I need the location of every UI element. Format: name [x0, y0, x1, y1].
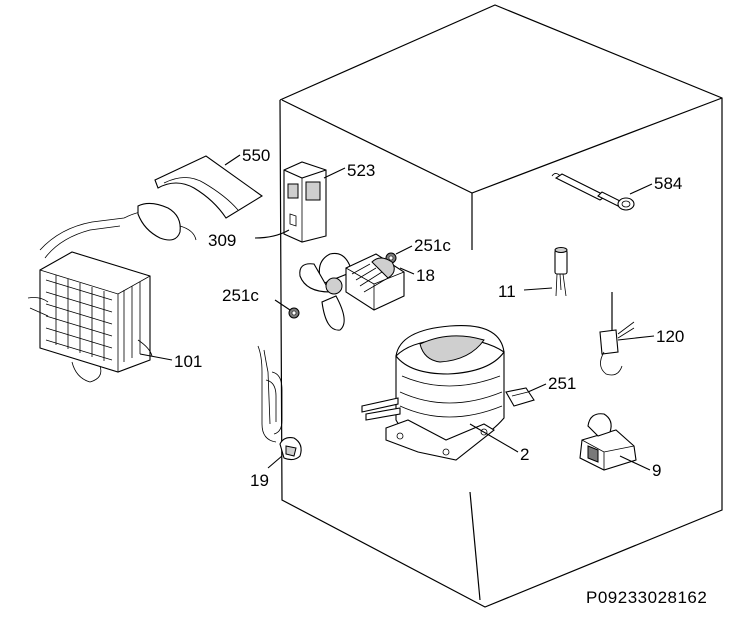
callout-19: 19 [250, 471, 269, 490]
callout-584: 584 [654, 174, 682, 193]
evaporator-coil-101[interactable] [27, 202, 197, 383]
callout-523: 523 [347, 161, 375, 180]
callout-2: 2 [520, 445, 529, 464]
callout-9: 9 [652, 461, 661, 480]
fan-motor-18[interactable] [299, 252, 415, 331]
coil-block [27, 251, 153, 383]
thermostat-sensor-584[interactable] [551, 173, 653, 211]
callout-309: 309 [208, 231, 236, 250]
lamp-holder-11[interactable] [523, 247, 568, 297]
relay-block-9[interactable] [579, 413, 651, 471]
callout-251: 251 [548, 374, 576, 393]
callout-251c-upper: 251c [414, 236, 451, 255]
thermal-relay-120[interactable] [599, 292, 655, 376]
callout-101: 101 [174, 352, 202, 371]
callout-18: 18 [416, 266, 435, 285]
callout-120: 120 [656, 327, 684, 346]
callout-11: 11 [498, 282, 516, 301]
callout-251c-lower: 251c [222, 286, 259, 305]
callout-550: 550 [242, 146, 270, 165]
diagram-code: P09233028162 [586, 588, 707, 607]
cover-plate-550[interactable] [154, 154, 263, 219]
mounting-clip-251[interactable] [505, 383, 547, 407]
relay-housing-523[interactable] [254, 161, 346, 243]
power-cable-19[interactable] [257, 345, 302, 469]
cabinet-outline [279, 4, 723, 608]
compressor-2[interactable] [361, 324, 519, 461]
grommet-251c-lower[interactable] [274, 299, 300, 319]
